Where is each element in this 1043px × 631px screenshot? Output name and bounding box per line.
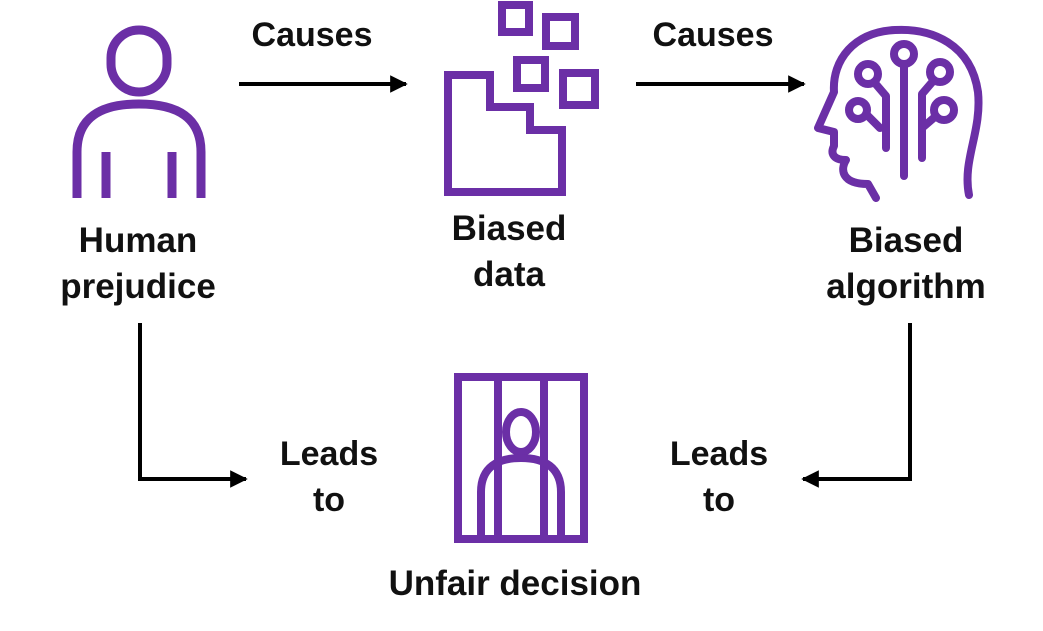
edge-label-line: to (702, 481, 736, 519)
prisoner-behind-bars-icon (454, 373, 588, 543)
arrow-prejudice-to-decision (138, 323, 248, 488)
edge-label-leads-to-left: Leads to (280, 431, 378, 523)
node-label-line: Unfair decision (388, 564, 642, 603)
node-label-line: Human (78, 221, 198, 260)
node-label-biased-data: Biased data (452, 206, 567, 298)
edge-label-causes-2: Causes (653, 12, 774, 58)
edges (138, 75, 912, 488)
data-fragments-icon (444, 1, 599, 196)
node-label-human-prejudice: Human prejudice (60, 218, 216, 310)
edge-label-causes-1: Causes (252, 12, 373, 58)
node-label-unfair-decision: Unfair decision (389, 561, 642, 607)
edge-label-line: Leads (279, 435, 379, 473)
node-label-line: prejudice (60, 267, 216, 306)
node-label-biased-algorithm: Biased algorithm (826, 218, 985, 310)
edge-label-line: Causes (251, 16, 373, 54)
node-label-line: Biased (848, 221, 964, 260)
arrow-algorithm-to-decision (801, 323, 912, 488)
edge-label-line: Causes (652, 16, 774, 54)
person-icon (72, 25, 206, 198)
edge-label-line: Leads (669, 435, 769, 473)
ai-head-icon (814, 25, 983, 202)
edge-label-leads-to-right: Leads to (670, 431, 768, 523)
node-label-line: data (473, 255, 545, 294)
edge-label-line: to (312, 481, 346, 519)
node-label-line: algorithm (826, 267, 986, 306)
node-label-line: Biased (451, 209, 567, 248)
